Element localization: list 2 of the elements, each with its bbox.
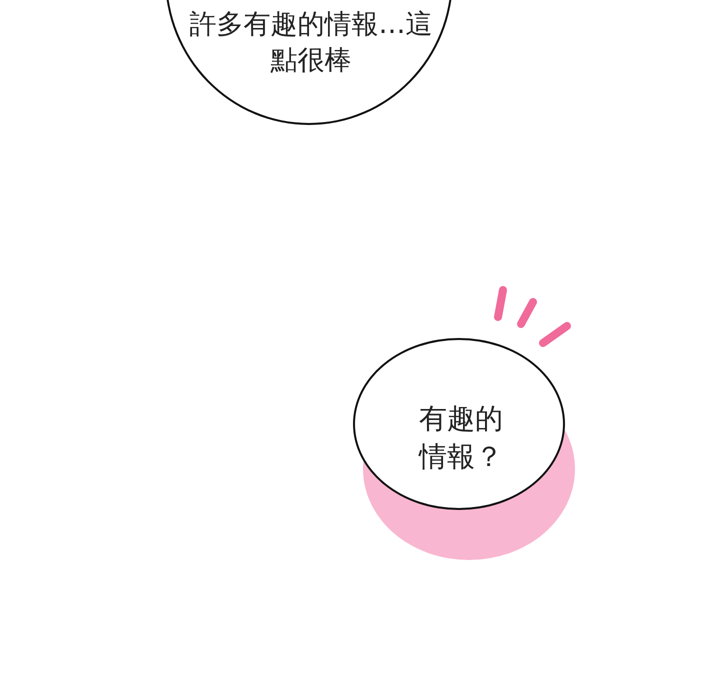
speech-text: 許多有趣的情報…這點很棒 [188, 8, 434, 78]
speech-text: 有趣的情報？ [418, 401, 504, 475]
